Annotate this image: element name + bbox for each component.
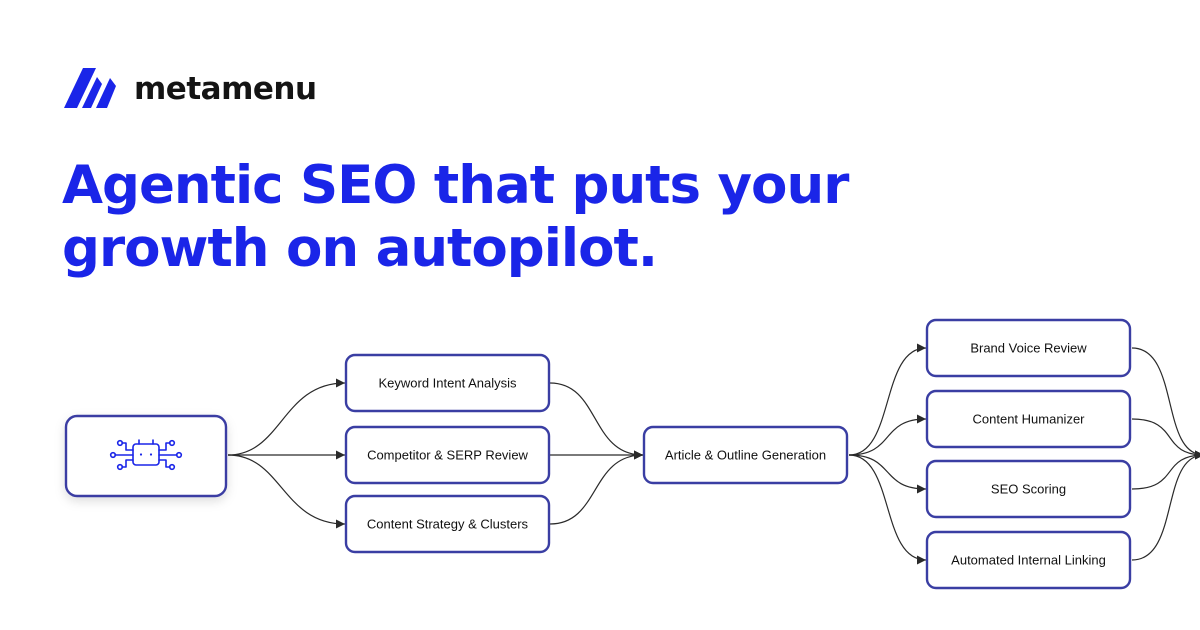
node-article-outline-generation: Article & Outline Generation: [642, 425, 849, 485]
headline-line-1: Agentic SEO that puts your: [62, 155, 849, 216]
edge-seo-scoring-to-output: [1131, 450, 1200, 490]
brand-name: metamenu: [134, 71, 317, 107]
node-competitor-serp-review: Competitor & SERP Review: [344, 425, 551, 485]
node-content-strategy-clusters: Content Strategy & Clusters: [344, 494, 551, 554]
node-label: Competitor & SERP Review: [367, 448, 528, 463]
node-label: Content Humanizer: [973, 412, 1086, 427]
node-label: Brand Voice Review: [970, 341, 1087, 356]
edge-strategy-to-article: [549, 450, 644, 525]
edge-brand-voice-to-output: [1131, 347, 1200, 460]
node-content-humanizer: Content Humanizer: [925, 389, 1132, 449]
edge-source-to-strategy: [227, 454, 346, 529]
node-label: SEO Scoring: [991, 482, 1066, 497]
diagram-edges: [227, 343, 1200, 565]
node-label: Automated Internal Linking: [951, 553, 1106, 568]
node-brand-voice-review: Brand Voice Review: [925, 318, 1132, 378]
node-label: Article & Outline Generation: [665, 448, 826, 463]
node-seo-scoring: SEO Scoring: [925, 459, 1132, 519]
headline-line-2: growth on autopilot.: [62, 218, 658, 279]
node-source-agent: [64, 414, 228, 498]
robot-circuit-icon: [109, 439, 183, 471]
node-automated-internal-linking: Automated Internal Linking: [925, 530, 1132, 590]
edge-linking-to-output: [1131, 450, 1200, 561]
metamenu-logo-icon: [64, 68, 116, 108]
edge-article-to-seo-scoring: [848, 454, 927, 494]
edge-humanizer-to-output: [1131, 418, 1200, 460]
headline: Agentic SEO that puts your growth on aut…: [62, 154, 1142, 280]
brand: metamenu: [64, 64, 317, 112]
edge-source-to-keyword: [227, 378, 346, 456]
edge-article-to-humanizer: [848, 414, 927, 456]
edge-keyword-to-article: [549, 382, 644, 460]
node-label: Content Strategy & Clusters: [367, 517, 529, 532]
node-label: Keyword Intent Analysis: [378, 376, 517, 391]
edge-article-to-linking: [848, 454, 927, 565]
node-keyword-intent-analysis: Keyword Intent Analysis: [344, 353, 551, 413]
edge-article-to-brand-voice: [848, 343, 927, 456]
